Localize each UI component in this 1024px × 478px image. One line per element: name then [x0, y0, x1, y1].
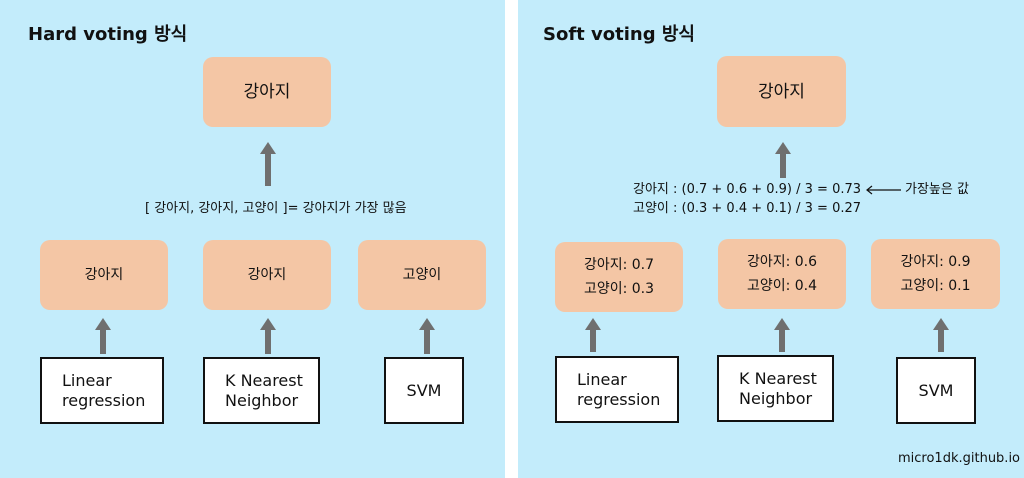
- soft-prob-dog: 강아지: 0.7: [583, 257, 655, 273]
- soft-calc-cat: 고양이 : (0.3 + 0.4 + 0.1) / 3 = 0.27: [633, 201, 862, 216]
- model-name-line1: SVM: [406, 380, 442, 400]
- hard-result-label: 강아지: [243, 82, 291, 102]
- soft-result-label: 강아지: [758, 81, 805, 102]
- hard-model-linear-regression: Linear regression: [40, 357, 164, 424]
- long-left-arrow-icon: [866, 185, 901, 195]
- soft-voting-title: Soft voting 방식: [543, 24, 695, 45]
- soft-calc-dog: 강아지 : (0.7 + 0.6 + 0.9) / 3 = 0.73: [633, 182, 862, 197]
- hard-prediction-label: 고양이: [402, 267, 442, 283]
- hard-result-box: 강아지: [203, 57, 331, 127]
- soft-prediction-box-1: 강아지: 0.7 고양이: 0.3: [555, 242, 683, 312]
- model-name-line2: Neighbor: [225, 390, 299, 410]
- hard-voting-title: Hard voting 방식: [28, 24, 188, 45]
- model-name-line2: regression: [577, 389, 661, 409]
- model-name-line1: K Nearest: [739, 368, 817, 388]
- hard-arrow-3: [419, 318, 435, 354]
- highest-value-note: 가장높은 값: [905, 182, 969, 197]
- soft-prediction-box-2: 강아지: 0.6 고양이: 0.4: [718, 239, 846, 309]
- hard-prediction-label: 강아지: [247, 267, 287, 283]
- hard-model-svm: SVM: [384, 357, 464, 424]
- soft-model-knn: K Nearest Neighbor: [717, 355, 834, 422]
- hard-arrow-1: [95, 318, 111, 354]
- soft-model-svm: SVM: [896, 357, 976, 424]
- model-name-line1: K Nearest: [225, 370, 303, 390]
- soft-model-linear-regression: Linear regression: [555, 356, 679, 423]
- soft-prob-cat: 고양이: 0.3: [583, 281, 655, 297]
- site-credit: micro1dk.github.io: [898, 451, 1021, 466]
- soft-prob-dog: 강아지: 0.9: [900, 254, 971, 270]
- hard-prediction-box-1: 강아지: [40, 240, 168, 310]
- soft-prob-cat: 고양이: 0.1: [900, 278, 971, 294]
- soft-voting-panel: Soft voting 방식 강아지 강아지 : (0.7 + 0.6 + 0.…: [518, 0, 1024, 478]
- model-name-line1: Linear: [577, 369, 627, 389]
- hard-prediction-label: 강아지: [84, 267, 124, 283]
- model-name-line2: regression: [62, 390, 146, 410]
- soft-arrow-1: [585, 318, 601, 352]
- hard-prediction-box-2: 강아지: [203, 240, 331, 310]
- hard-model-knn: K Nearest Neighbor: [203, 357, 320, 424]
- model-name-line1: SVM: [918, 380, 954, 400]
- soft-result-box: 강아지: [717, 56, 846, 127]
- soft-prob-cat: 고양이: 0.4: [746, 278, 818, 294]
- hard-prediction-box-3: 고양이: [358, 240, 486, 310]
- hard-voting-panel: Hard voting 방식 강아지 [ 강아지, 강아지, 고양이 ]= 강아…: [0, 0, 505, 478]
- hard-arrow-2: [260, 318, 276, 354]
- soft-result-arrow: [775, 142, 791, 178]
- soft-prediction-box-3: 강아지: 0.9 고양이: 0.1: [871, 239, 1000, 309]
- hard-summary-text: [ 강아지, 강아지, 고양이 ]= 강아지가 가장 많음: [145, 201, 407, 216]
- soft-prob-dog: 강아지: 0.6: [746, 254, 818, 270]
- model-name-line2: Neighbor: [739, 388, 813, 408]
- model-name-line1: Linear: [62, 370, 112, 390]
- soft-arrow-3: [933, 318, 949, 352]
- hard-result-arrow: [260, 142, 276, 186]
- soft-arrow-2: [774, 318, 790, 352]
